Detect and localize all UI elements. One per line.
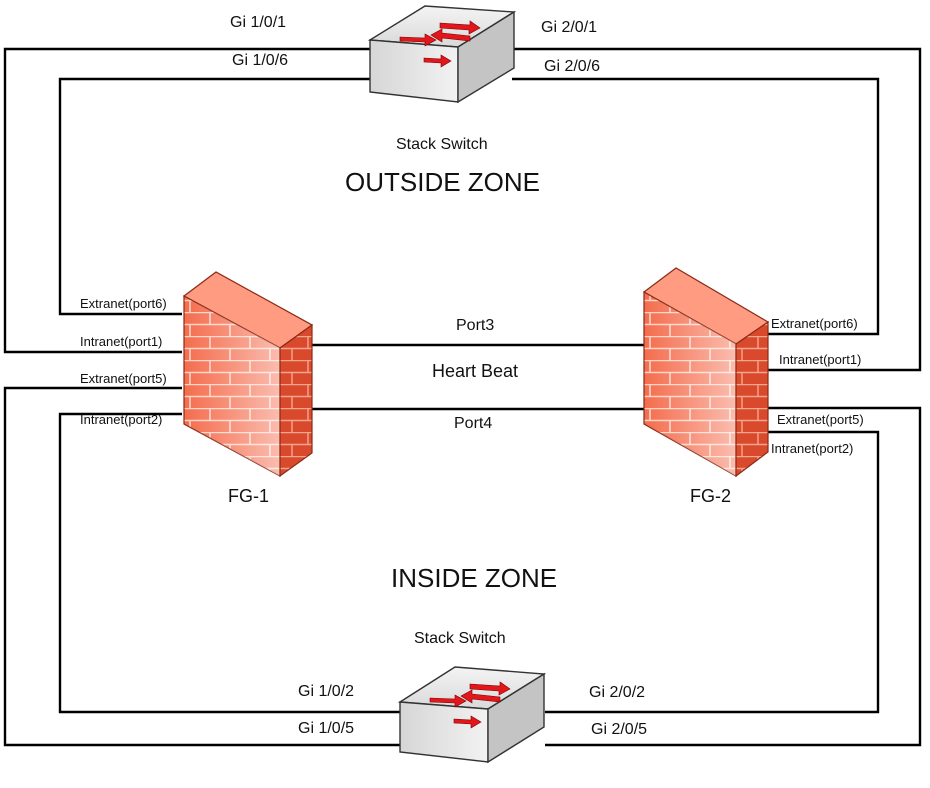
top-switch-label: Stack Switch bbox=[396, 136, 488, 153]
port-label-gi-2-0-2: Gi 2/0/2 bbox=[589, 684, 646, 701]
firewall-icon bbox=[182, 271, 314, 478]
port-label-gi-1-0-5: Gi 1/0/5 bbox=[298, 720, 355, 737]
link-gi101-fg1-intranet1 bbox=[3, 47, 372, 354]
fg1-intranet-port2-label: Intranet(port2) bbox=[80, 412, 163, 427]
fg1-label: FG-1 bbox=[228, 486, 270, 506]
link-gi201-fg2-intranet1 bbox=[512, 47, 922, 372]
bottom-switch-label: Stack Switch bbox=[414, 630, 506, 647]
port3-label: Port3 bbox=[456, 317, 495, 334]
fg2-intranet-port1-label: Intranet(port1) bbox=[779, 352, 862, 367]
fg1-intranet-port1-label: Intranet(port1) bbox=[80, 334, 163, 349]
port-label-gi-1-0-2: Gi 1/0/2 bbox=[298, 683, 355, 700]
fg1-extranet-port5-label: Extranet(port5) bbox=[80, 371, 167, 386]
link-gi106-fg1-extranet6 bbox=[58, 77, 372, 316]
firewall-icon bbox=[642, 267, 770, 478]
fg2-intranet-port2-label: Intranet(port2) bbox=[771, 441, 854, 456]
port-label-gi-1-0-1: Gi 1/0/1 bbox=[230, 14, 287, 31]
fg2-firewall bbox=[642, 267, 770, 478]
port-label-gi-2-0-5: Gi 2/0/5 bbox=[591, 721, 648, 738]
fg2-extranet-port6-label: Extranet(port6) bbox=[771, 316, 858, 331]
fg1-extranet-port6-label: Extranet(port6) bbox=[80, 296, 167, 311]
network-switch-icon bbox=[367, 5, 517, 104]
port-label-gi-1-0-6: Gi 1/0/6 bbox=[232, 52, 289, 69]
network-switch-icon bbox=[397, 666, 547, 764]
fg2-label: FG-2 bbox=[690, 486, 732, 506]
port4-label: Port4 bbox=[454, 415, 493, 432]
fg1-firewall bbox=[182, 271, 314, 478]
port-label-gi-2-0-1: Gi 2/0/1 bbox=[541, 19, 598, 36]
outside-zone-label: OUTSIDE ZONE bbox=[345, 167, 541, 197]
fg2-extranet-port5-label: Extranet(port5) bbox=[777, 412, 864, 427]
link-fg2-intranet2-gi202 bbox=[545, 430, 880, 714]
link-fg1-intranet2-gi102 bbox=[58, 412, 404, 714]
link-gi206-fg2-extranet6 bbox=[512, 77, 880, 336]
top-stack-switch bbox=[367, 5, 517, 104]
link-fg1-extranet5-gi105 bbox=[3, 386, 404, 747]
port-label-gi-2-0-6: Gi 2/0/6 bbox=[544, 58, 601, 75]
heart-beat-label: Heart Beat bbox=[432, 361, 519, 381]
bottom-stack-switch bbox=[397, 666, 547, 764]
link-fg2-extranet5-gi205 bbox=[545, 406, 922, 747]
connection-lines bbox=[3, 47, 922, 747]
inside-zone-label: INSIDE ZONE bbox=[391, 563, 558, 593]
